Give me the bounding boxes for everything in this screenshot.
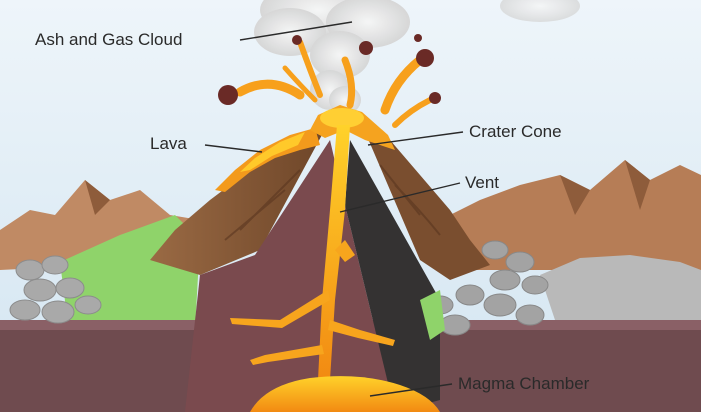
crater-cone-label: Crater Cone bbox=[469, 122, 562, 141]
ash-cloud-label: Ash and Gas Cloud bbox=[35, 30, 182, 49]
lava-label: Lava bbox=[150, 134, 187, 153]
vent-label: Vent bbox=[465, 173, 499, 192]
magma-chamber-label: Magma Chamber bbox=[458, 374, 590, 393]
